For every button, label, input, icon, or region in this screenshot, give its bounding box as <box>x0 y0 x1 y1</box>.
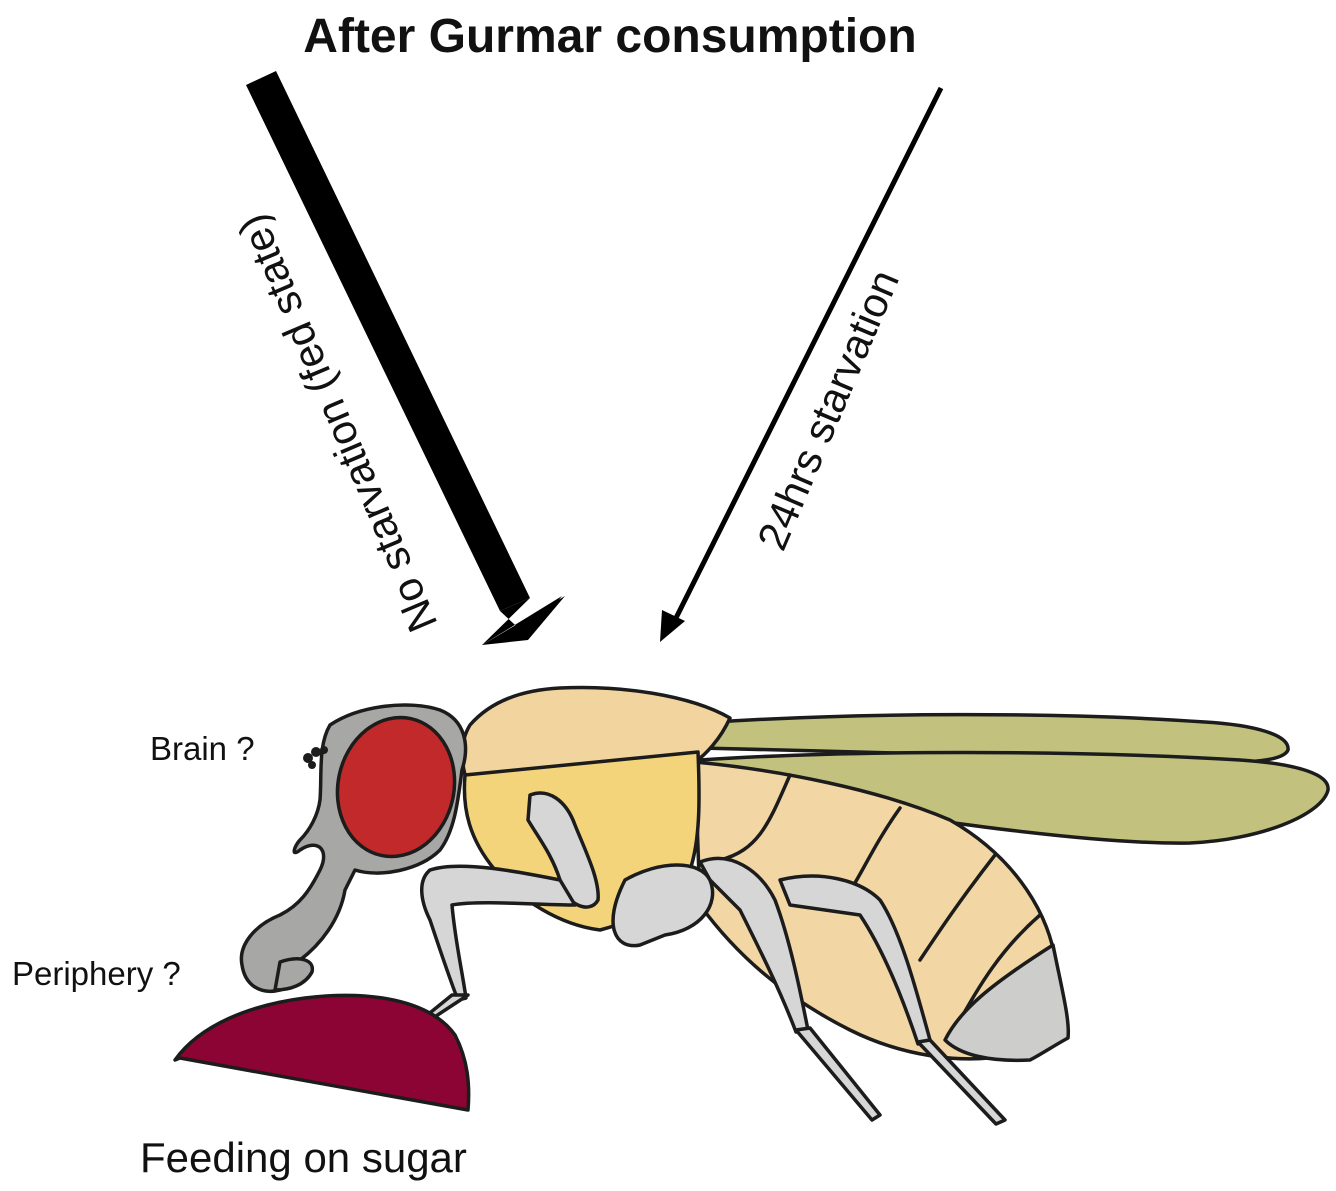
starvation-label: 24hrs starvation <box>748 263 908 556</box>
diagram-title: After Gurmar consumption <box>303 10 916 63</box>
starvation-arrow <box>660 88 941 642</box>
brain-label: Brain ? <box>150 730 255 767</box>
feeding-label: Feeding on sugar <box>140 1134 467 1181</box>
periphery-label: Periphery ? <box>12 955 181 992</box>
sugar-drop <box>175 995 469 1110</box>
